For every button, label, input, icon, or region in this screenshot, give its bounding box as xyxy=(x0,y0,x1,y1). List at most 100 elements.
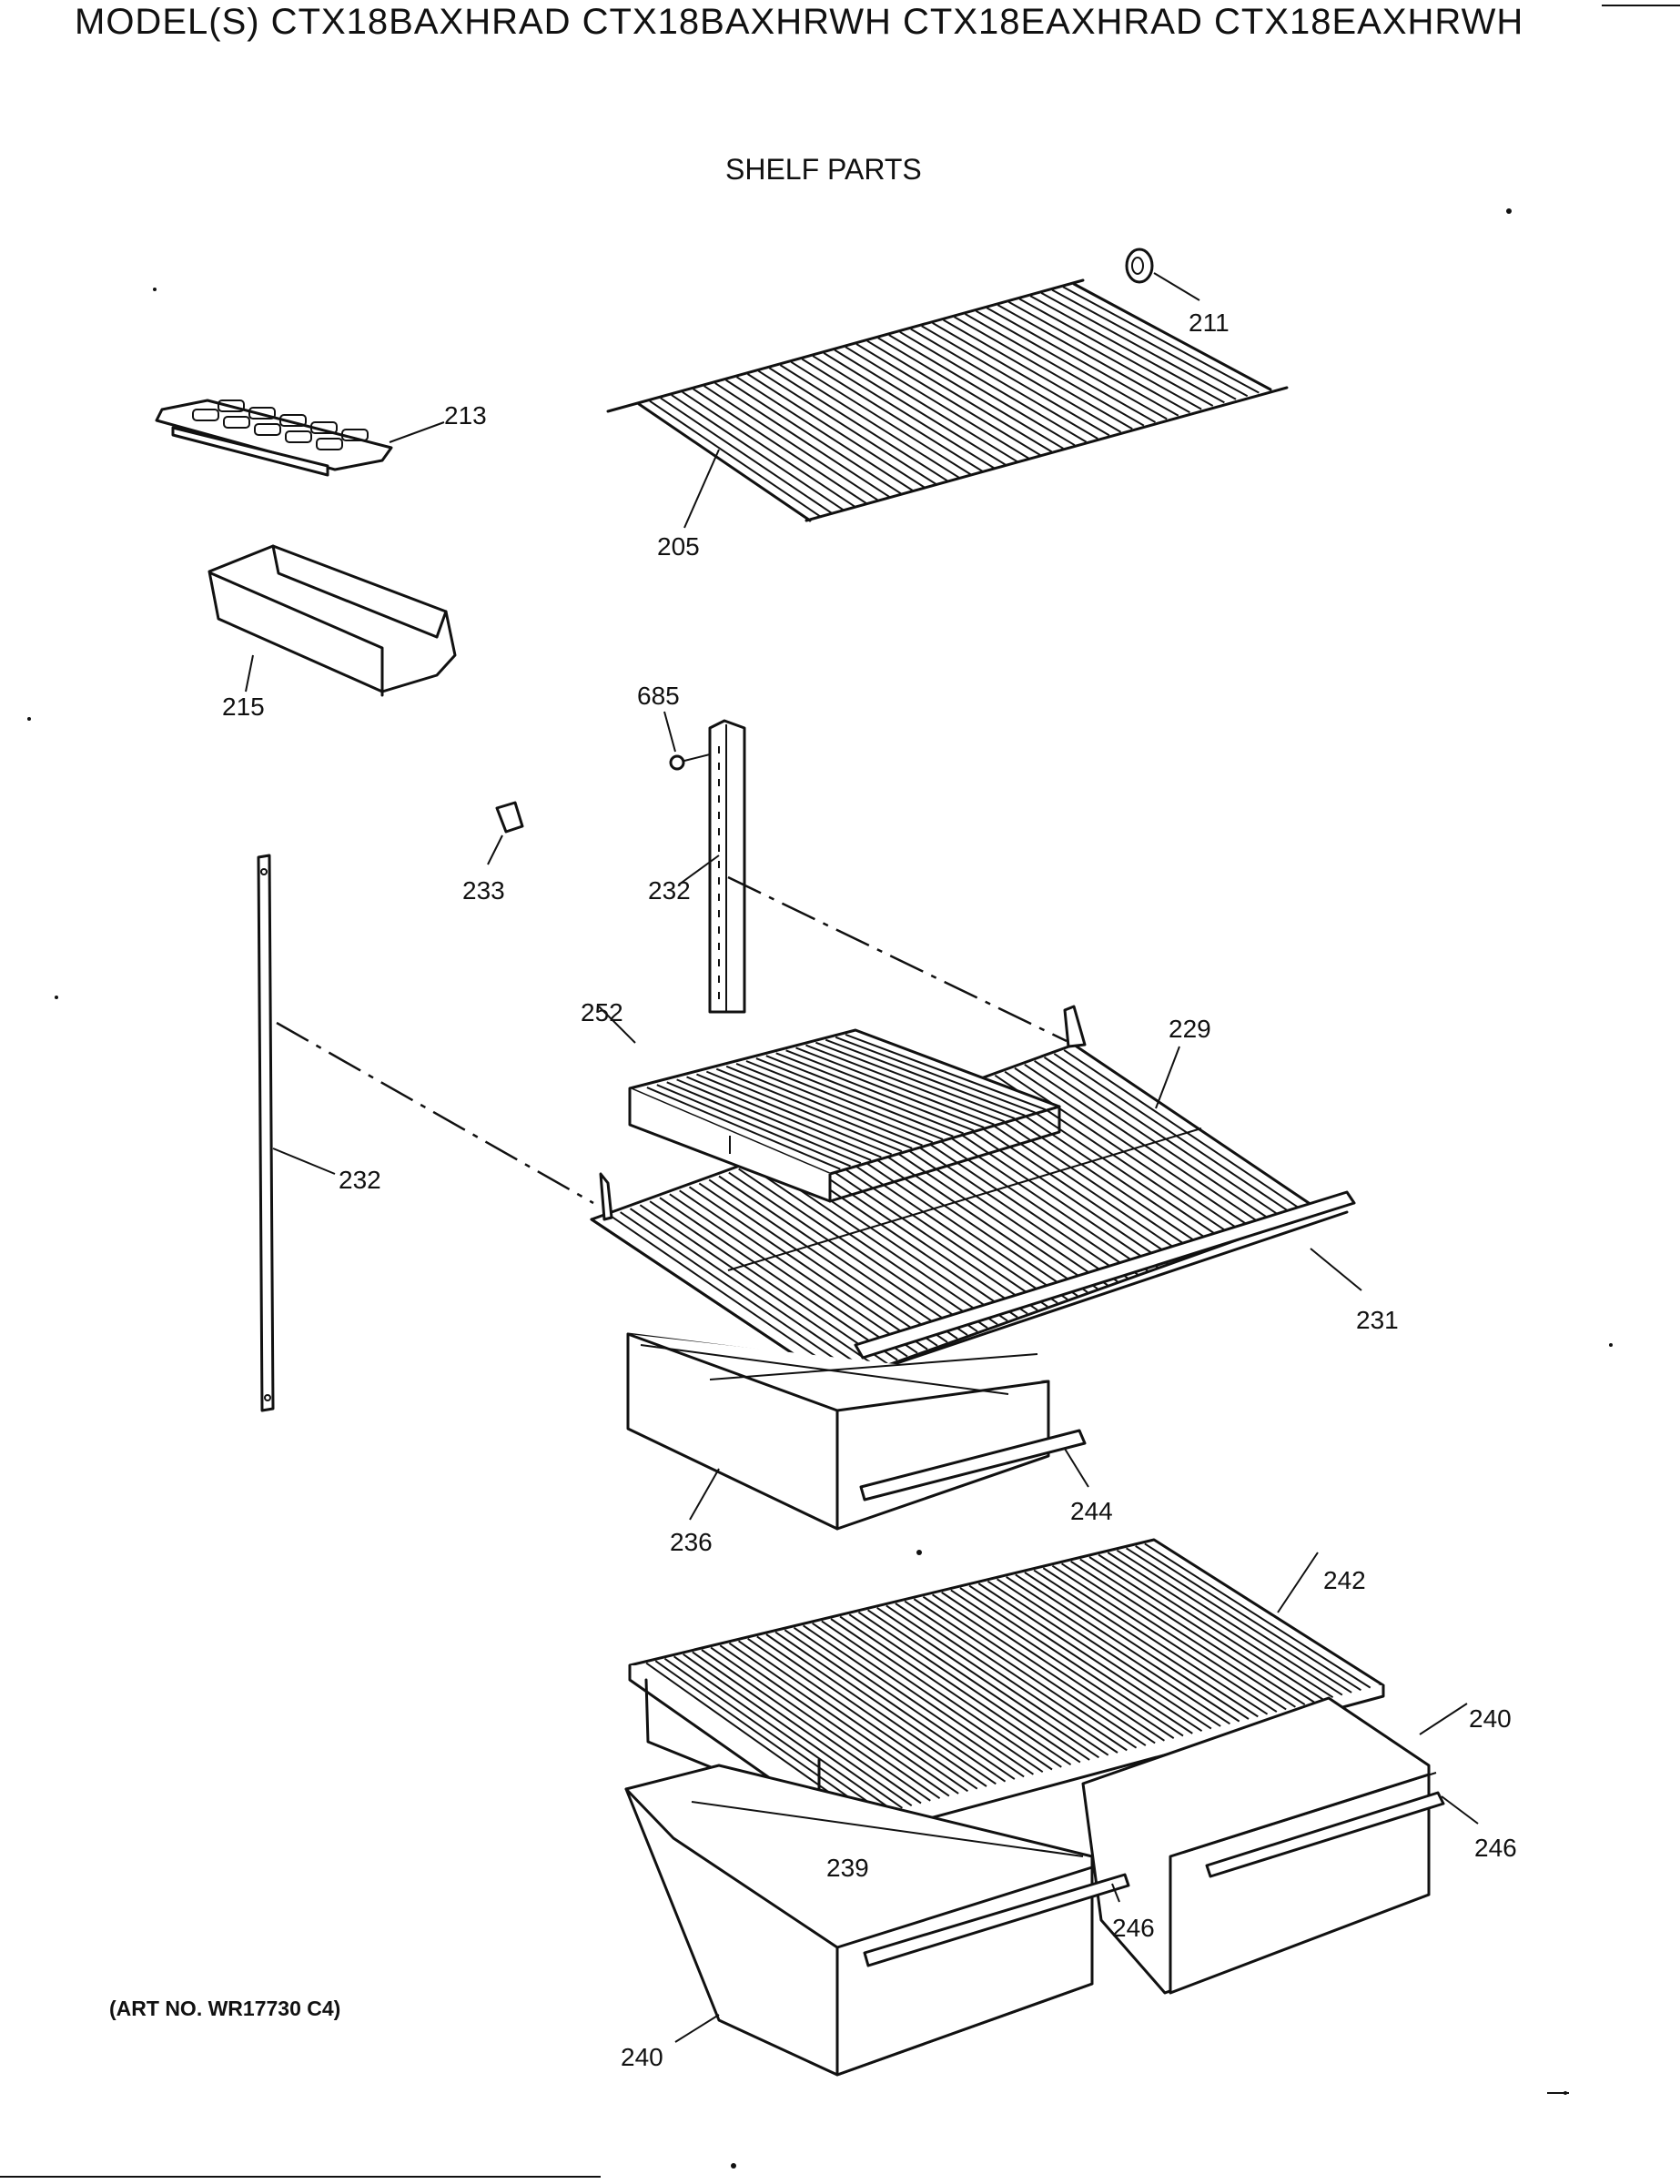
hatch-line xyxy=(876,1607,1099,1759)
hatch-line xyxy=(1042,1567,1269,1715)
callout-246-left: 246 xyxy=(1112,1914,1155,1942)
hatch-line xyxy=(738,1640,959,1795)
hatch-line xyxy=(1088,1556,1315,1704)
hatch-line xyxy=(899,330,1088,443)
part-233-clip xyxy=(487,801,524,865)
hatch-line xyxy=(821,1620,1044,1773)
hatch-line xyxy=(793,1626,1016,1780)
part-211-spacer xyxy=(1125,248,1200,301)
hatch-line xyxy=(666,1081,862,1165)
hatch-line xyxy=(649,399,823,519)
hatch-line xyxy=(812,355,995,470)
hatch-line xyxy=(768,367,949,482)
callout-233: 233 xyxy=(462,876,505,905)
hatch-line xyxy=(757,369,937,486)
hatch-line xyxy=(676,1078,872,1161)
hatch-line xyxy=(886,1604,1109,1756)
hatch-line xyxy=(954,316,1145,427)
hatch-line xyxy=(725,379,903,496)
hatch-line xyxy=(950,1589,1175,1739)
hatch-line xyxy=(725,1065,923,1147)
hatch-line xyxy=(965,313,1156,423)
part-244-pan-trim xyxy=(859,1429,1089,1502)
hatch-line xyxy=(765,1633,987,1787)
alignment-line-right xyxy=(727,875,1068,1043)
hatch-line xyxy=(790,360,972,476)
hatch-line xyxy=(696,1073,893,1156)
hatch-line xyxy=(736,376,915,492)
callout-242: 242 xyxy=(1323,1566,1366,1594)
hatch-line xyxy=(857,1611,1081,1764)
hatch-line xyxy=(1007,300,1202,410)
part-242-crisper-cover xyxy=(628,1538,1385,1840)
hatch-line xyxy=(830,1618,1053,1771)
hatch-line xyxy=(765,1055,964,1135)
hatch-line xyxy=(1062,286,1260,394)
callout-685: 685 xyxy=(637,682,680,710)
hatch-line xyxy=(848,1613,1072,1766)
hatch-line xyxy=(1033,1569,1259,1718)
hatch-line xyxy=(738,1168,978,1332)
hatch-line xyxy=(1135,1545,1361,1692)
hatch-line xyxy=(785,1049,985,1128)
hatch-line xyxy=(708,1178,948,1343)
part-232-support-upright xyxy=(678,719,746,1014)
part-252-glass-shelf xyxy=(598,1006,1061,1203)
hatch-line xyxy=(714,382,892,499)
hatch-line xyxy=(839,1615,1062,1768)
hatch-line xyxy=(904,1600,1128,1752)
hatch-line xyxy=(895,1603,1118,1754)
hatch-line xyxy=(701,1649,922,1805)
hatch-line xyxy=(1014,1067,1259,1233)
hatch-line xyxy=(660,397,834,515)
hatch-line xyxy=(688,1186,928,1350)
part-213-ice-tray xyxy=(155,399,445,477)
callout-236: 236 xyxy=(670,1528,713,1556)
hatch-line xyxy=(823,352,1007,466)
callout-244: 244 xyxy=(1070,1497,1113,1525)
hatch-line xyxy=(1018,298,1214,407)
hatch-line xyxy=(816,1139,1058,1304)
hatch-line xyxy=(1070,1561,1296,1708)
hatch-line xyxy=(845,346,1029,460)
hatch-line xyxy=(922,1595,1147,1746)
hatch-line xyxy=(663,1657,885,1814)
hatch-line xyxy=(1098,1553,1324,1701)
hatch-line xyxy=(1107,1552,1334,1699)
hatch-line xyxy=(1061,1562,1287,1711)
hatch-line xyxy=(747,1164,988,1330)
callout-240-left: 240 xyxy=(621,2043,663,2071)
hatch-line xyxy=(932,322,1122,433)
hatch-line xyxy=(1004,1070,1249,1237)
hatch-line xyxy=(646,1087,841,1170)
hatch-line xyxy=(718,1175,958,1340)
art-number: (ART NO. WR17730 C4) xyxy=(109,1997,341,2020)
hatch-line xyxy=(997,304,1190,414)
hatch-line xyxy=(775,1052,975,1132)
hatch-line xyxy=(774,1631,997,1785)
model-title: MODEL(S) CTX18BAXHRAD CTX18BAXHRWH CTX18… xyxy=(75,2,1524,42)
hatch-line xyxy=(943,318,1133,430)
hatch-line xyxy=(801,358,984,472)
hatch-line xyxy=(997,1578,1221,1727)
hatch-line xyxy=(1029,295,1225,404)
hatch-line xyxy=(1063,1049,1309,1215)
callout-labels: 211 213 205 215 685 233 232 252 229 232 … xyxy=(222,308,1517,2071)
alignment-line-left xyxy=(276,1021,594,1205)
hatch-line xyxy=(719,1644,941,1800)
callout-211: 211 xyxy=(1189,308,1230,337)
hatch-line xyxy=(1051,1564,1278,1713)
hatch-line xyxy=(835,1036,1036,1114)
hatch-line xyxy=(1024,1063,1269,1229)
hatch-line xyxy=(1006,1576,1230,1725)
part-236-meat-pan xyxy=(626,1332,1050,1531)
hatch-line xyxy=(803,1624,1025,1778)
hatch-line xyxy=(756,1635,978,1790)
hatch-line xyxy=(728,1171,968,1336)
hatch-line xyxy=(683,1653,904,1809)
hatch-line xyxy=(747,1638,968,1793)
hatch-line xyxy=(913,1598,1138,1749)
hatch-line xyxy=(968,1584,1193,1734)
hatch-line xyxy=(959,1587,1184,1737)
